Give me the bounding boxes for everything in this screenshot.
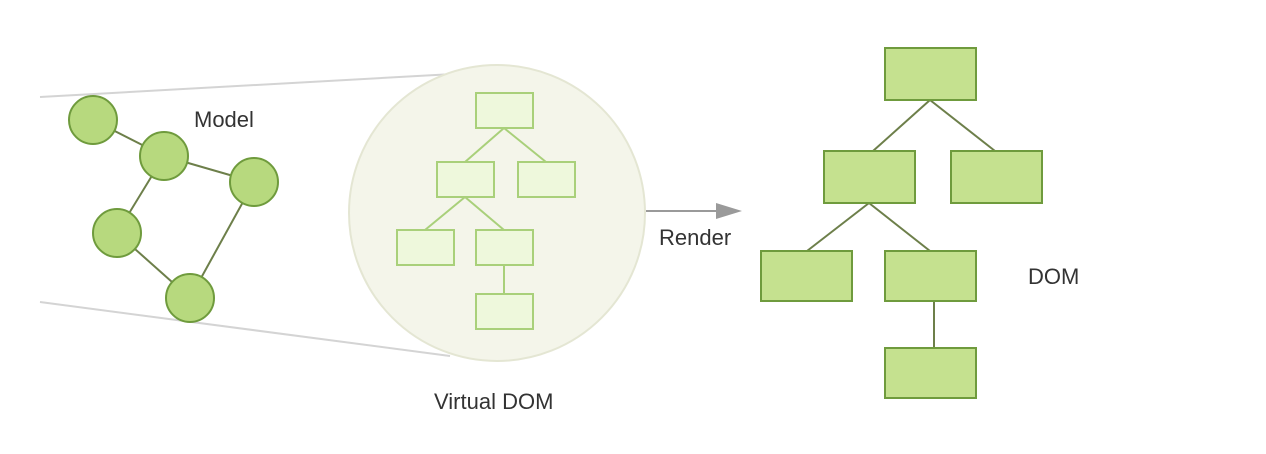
vdom-node [475,92,534,129]
model-node [165,273,215,323]
vdom-node [517,161,576,198]
zoom-line-bottom [39,301,451,357]
vdom-edge [464,127,505,163]
vdom-node [475,293,534,330]
model-node [68,95,118,145]
model-label: Model [194,107,254,132]
render-arrow-head [716,203,742,219]
dom-edge [868,202,931,252]
dom-node [884,47,977,101]
vdom-node [475,229,534,266]
vdom-edge [503,127,547,163]
model-node [229,157,279,207]
dom-edge [929,99,996,152]
model-graph [68,95,279,323]
render-arrow [646,203,742,219]
virtual-dom-label: Virtual DOM [434,389,554,414]
vdom-edge [464,196,505,231]
dom-node [950,150,1043,204]
dom-node [823,150,916,204]
dom-edge [806,202,870,252]
zoom-line-top [39,71,491,98]
dom-node [884,347,977,399]
render-label: Render [659,225,732,250]
dom-node [884,250,977,302]
model-node [139,131,189,181]
vdom-node [436,161,495,198]
dom-node [760,250,853,302]
dom-edge [872,99,931,152]
model-node [92,208,142,258]
vdom-node [396,229,455,266]
virtual-dom-tree [396,92,576,330]
vdom-edge [424,196,466,231]
dom-label: DOM [1028,264,1080,289]
dom-tree [760,47,1043,399]
virtual-dom-lens [348,64,646,362]
